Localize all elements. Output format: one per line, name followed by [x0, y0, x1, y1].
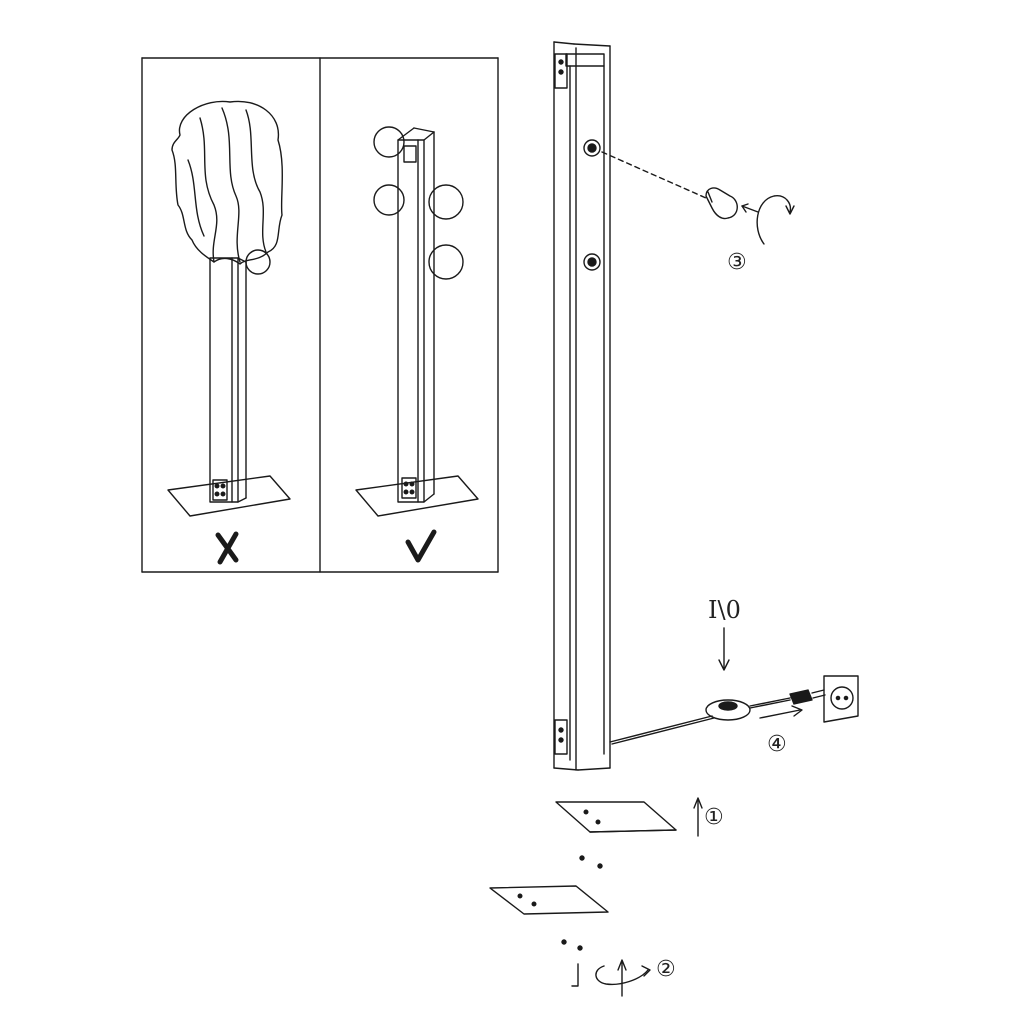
step-number-3: ③: [727, 250, 747, 275]
rotate-arrow-icon: [595, 965, 649, 986]
cable-step: [609, 627, 859, 745]
bulb-socket-upper: [583, 139, 601, 157]
bulb-icon: [705, 187, 738, 220]
base-plate-lower: [489, 855, 651, 997]
plug-icon: [789, 689, 813, 705]
bulb-insert-step: [601, 151, 795, 245]
step-number-2: ②: [656, 957, 676, 982]
warning-frame: [141, 57, 499, 573]
rotate-arrow-icon: [756, 195, 792, 245]
step-number-4: ④: [767, 732, 787, 757]
foot-switch: [705, 699, 751, 721]
base-plate-upper: [555, 797, 703, 837]
check-icon: [405, 529, 437, 563]
screw-icon: [571, 963, 579, 987]
switch-on-off-label: I\0: [708, 596, 741, 624]
cross-icon: [215, 531, 239, 565]
bulb-socket-lower: [583, 253, 601, 271]
wall-socket-icon: [823, 675, 859, 723]
uncovered-lamp-illustration: [355, 126, 479, 563]
lamp-column: [553, 41, 611, 771]
cloth-drape: [171, 100, 284, 265]
covered-lamp-illustration: [167, 100, 291, 565]
step-number-1: ①: [704, 805, 724, 830]
